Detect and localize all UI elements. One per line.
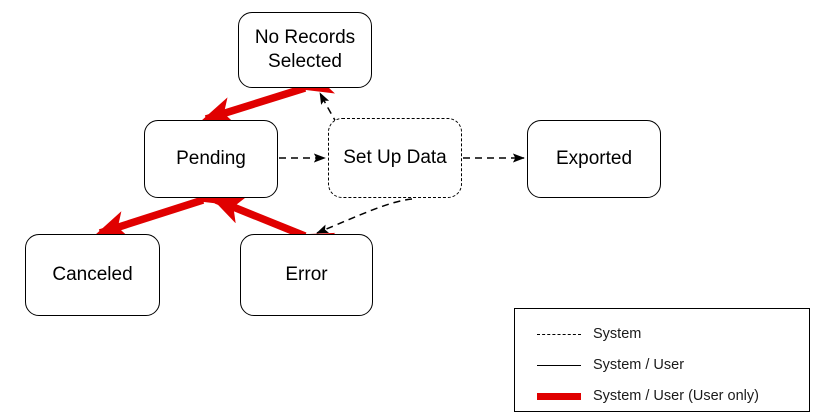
edge-no-records-selected-to-pending bbox=[201, 66, 336, 125]
node-label-no-records-selected: No Records Selected bbox=[254, 27, 356, 72]
node-no-records-selected[interactable]: No Records Selected bbox=[238, 12, 372, 88]
node-label-set-up-data: Set Up Data bbox=[343, 147, 447, 169]
legend-swatch-solid-line-icon bbox=[537, 365, 581, 366]
legend-item-system-user: System / User bbox=[515, 352, 809, 378]
edge-error-to-pending bbox=[211, 196, 336, 260]
edge-set-up-data-to-error bbox=[316, 198, 413, 234]
node-label-exported: Exported bbox=[555, 148, 633, 170]
legend-item-system-user-user-only: System / User (User only) bbox=[515, 383, 809, 409]
legend-label-system-user: System / User bbox=[593, 357, 685, 373]
node-canceled[interactable]: Canceled bbox=[25, 234, 160, 316]
legend-label-system-user-user-only: System / User (User only) bbox=[593, 388, 759, 404]
legend-item-system: System bbox=[515, 321, 809, 347]
legend-swatch-thick-red-line-icon bbox=[537, 393, 581, 400]
legend-swatch-dashed-line-icon bbox=[537, 334, 581, 335]
node-label-canceled: Canceled bbox=[52, 264, 133, 286]
legend: System System / User System / User (User… bbox=[514, 308, 810, 412]
node-label-error: Error bbox=[285, 264, 328, 286]
legend-label-system: System bbox=[593, 326, 642, 342]
node-label-pending: Pending bbox=[176, 148, 246, 170]
node-exported[interactable]: Exported bbox=[527, 120, 661, 198]
node-set-up-data[interactable]: Set Up Data bbox=[328, 118, 462, 198]
edge-pending-to-canceled bbox=[95, 178, 234, 239]
node-error[interactable]: Error bbox=[240, 234, 373, 316]
node-pending[interactable]: Pending bbox=[144, 120, 278, 198]
